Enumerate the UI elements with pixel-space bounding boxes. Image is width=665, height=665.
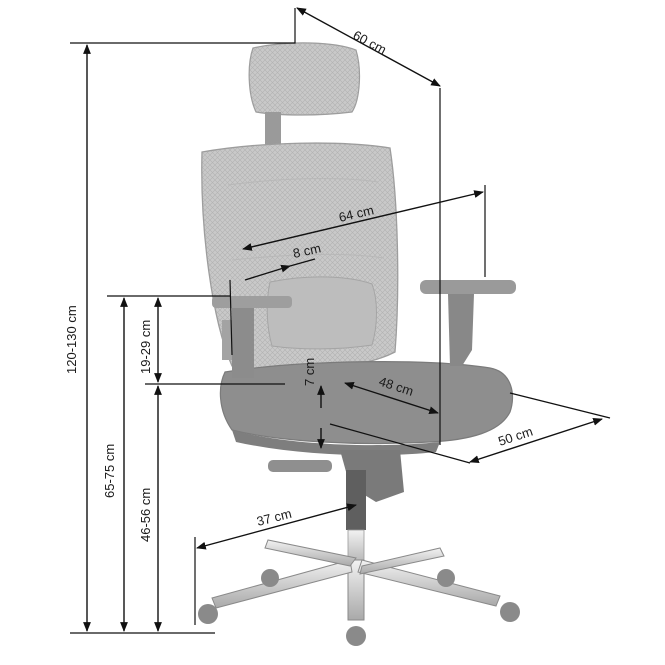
dimension-lines (70, 7, 611, 634)
chair-illustration (198, 42, 520, 646)
label-armrest-offset: 8 cm (292, 240, 323, 261)
lumbar-support (266, 276, 377, 350)
label-seat-step: 7 cm (302, 358, 317, 386)
casters (198, 569, 520, 646)
extension-lines (70, 8, 611, 634)
label-seat-height-total: 65-75 cm (102, 444, 117, 498)
label-seat-width: 50 cm (496, 424, 534, 449)
dim-base-radius-line (196, 503, 357, 550)
headrest (248, 42, 361, 148)
dim-armrest-offset-line (244, 264, 291, 281)
dim-depth-top-line (296, 7, 441, 87)
dim-armrest-offset-tail (289, 258, 316, 267)
left-armrest (212, 296, 292, 378)
dim-seat-width-line (469, 418, 603, 463)
label-seat-height: 46-56 cm (138, 488, 153, 542)
label-base-radius: 37 cm (255, 506, 293, 529)
right-armrest (420, 280, 516, 366)
dim-seat-depth-line (344, 381, 439, 415)
dim-width-line (242, 190, 484, 251)
label-armrest-range: 19-29 cm (138, 320, 153, 374)
seat (219, 361, 514, 456)
label-total-height: 120-130 cm (64, 305, 79, 374)
